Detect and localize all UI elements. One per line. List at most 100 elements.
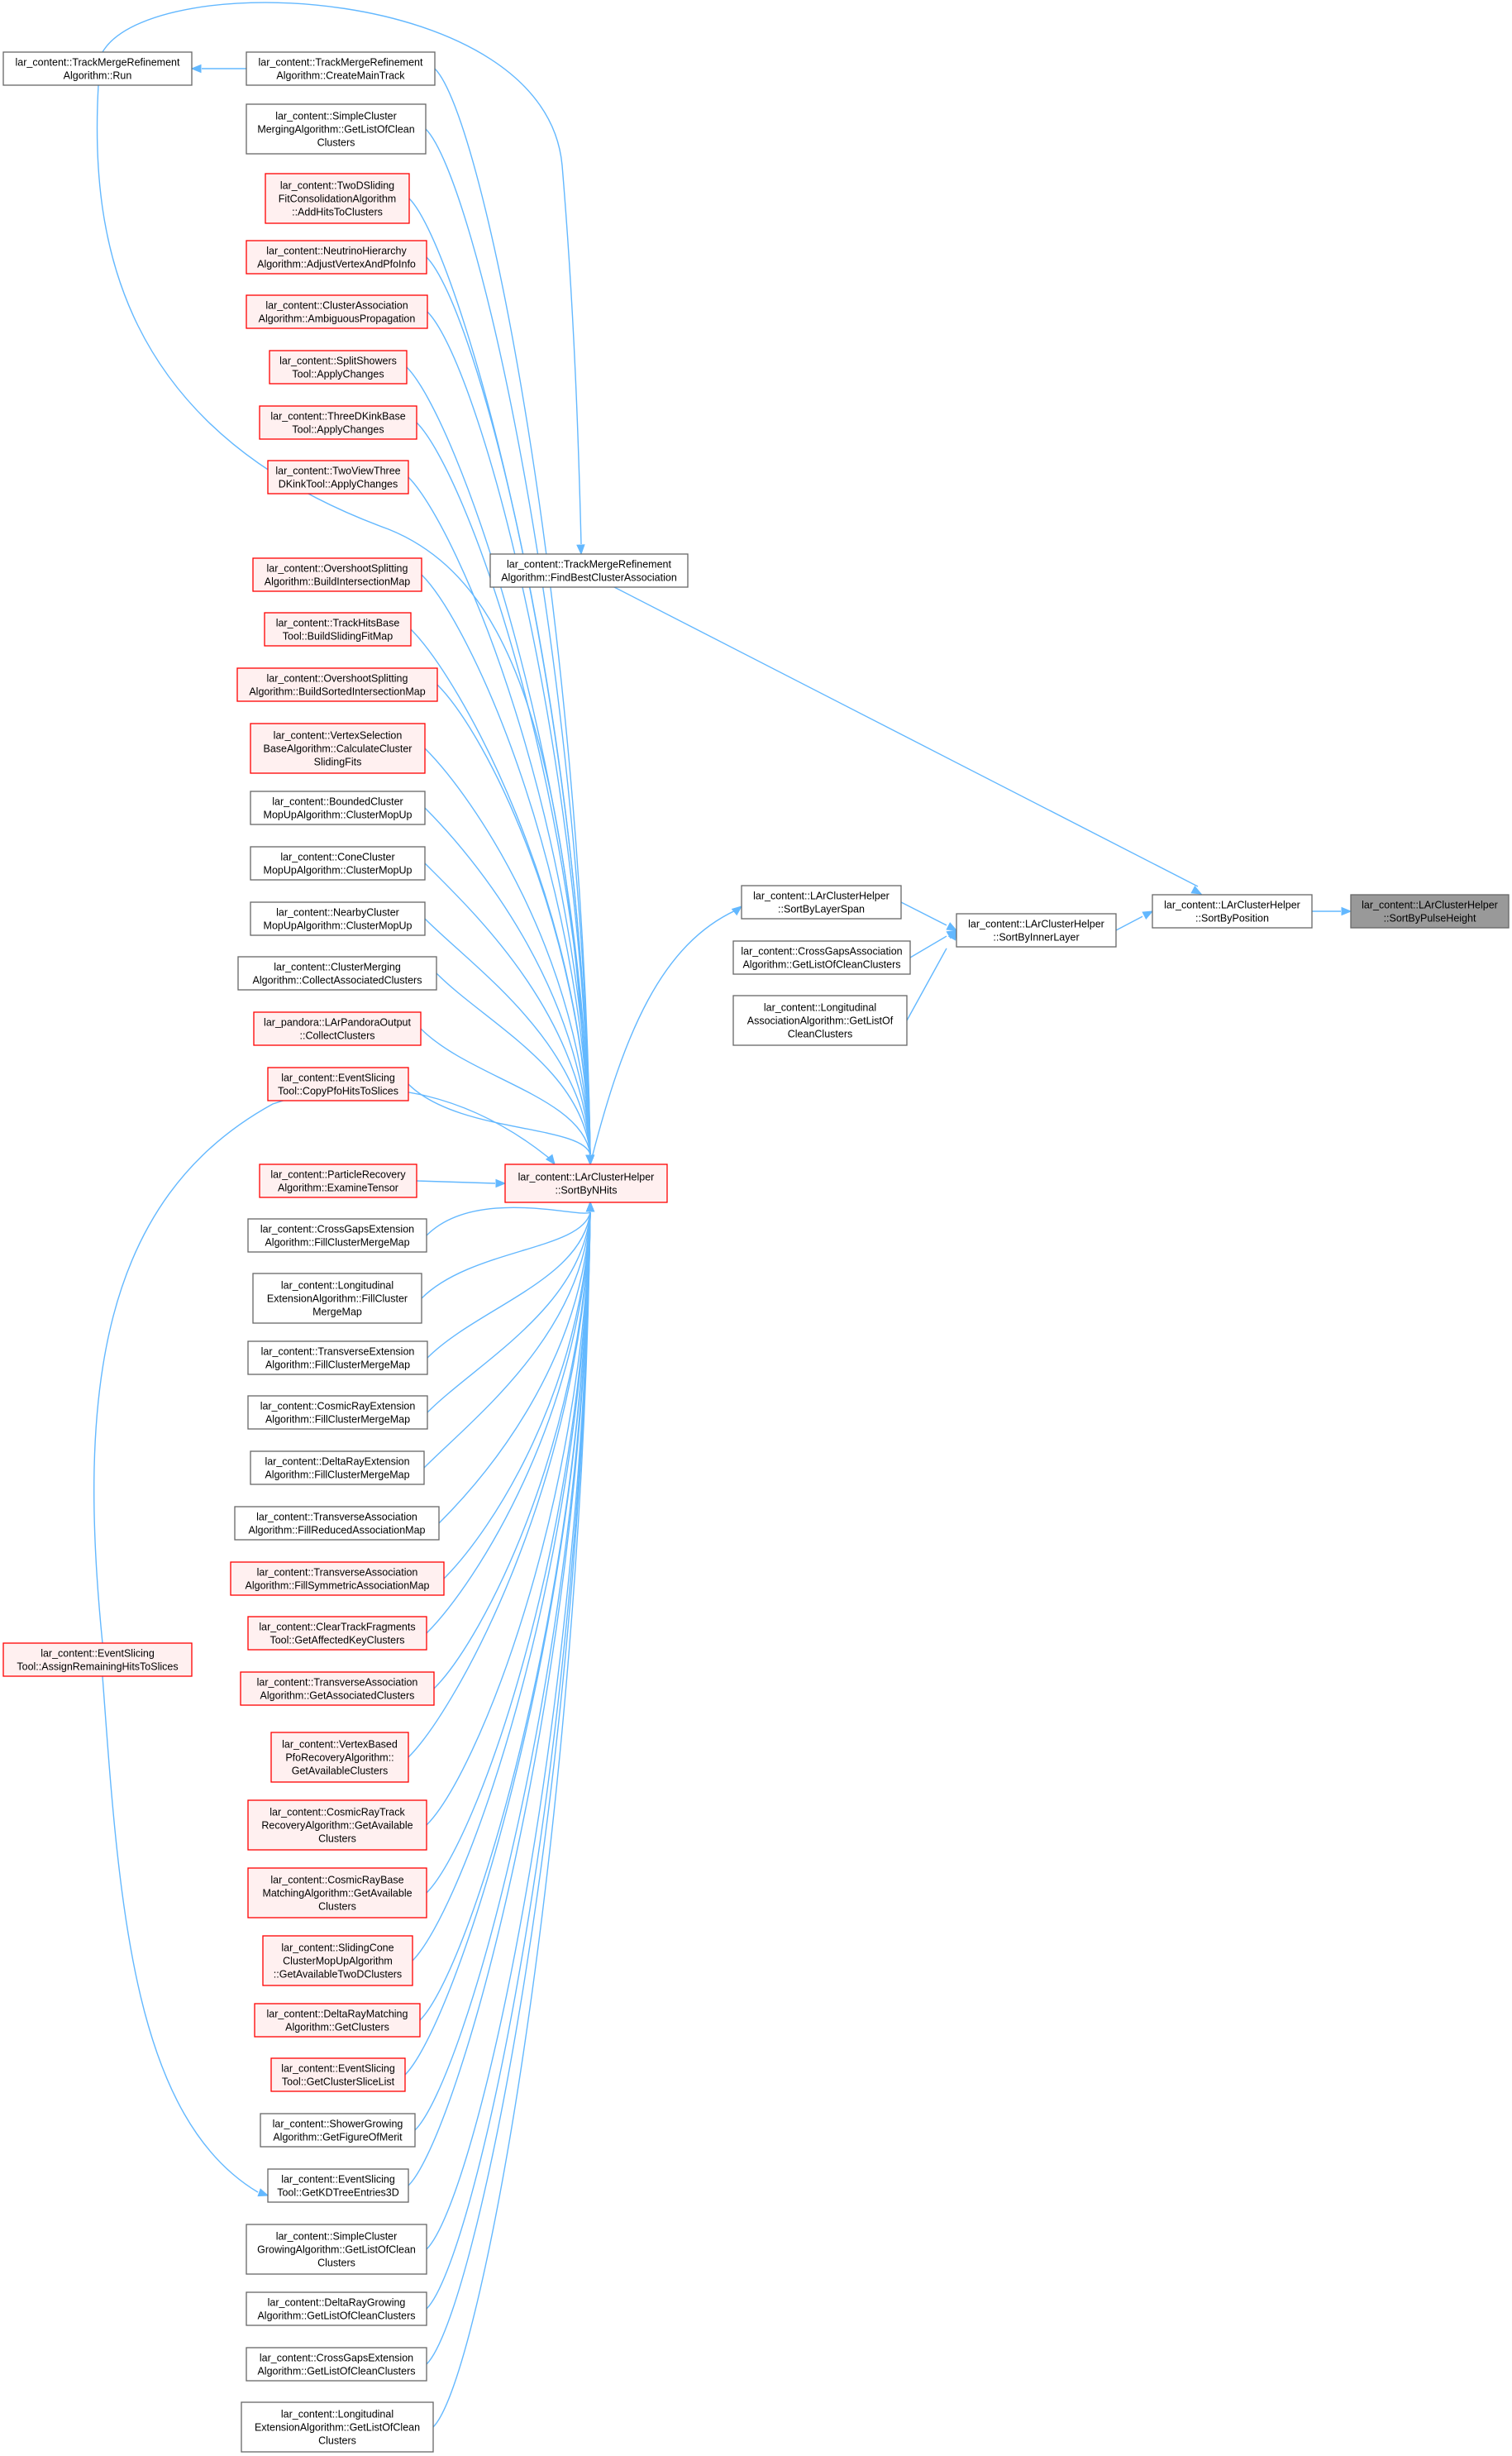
node-eventslicing-kd[interactable]: lar_content::EventSlicingTool::GetKDTree…: [267, 2168, 409, 2203]
edge-longassoc-to-sortinner: [906, 929, 957, 1021]
node-label-line: ExtensionAlgorithm::FillCluster: [267, 1293, 408, 1305]
node-label-line: BaseAlgorithm::CalculateCluster: [264, 743, 413, 755]
node-trackhitsbase[interactable]: lar_content::TrackHitsBaseTool::BuildSli…: [264, 612, 412, 647]
node-box: [246, 240, 427, 275]
node-twoviewthree[interactable]: lar_content::TwoViewThreeDKinkTool::Appl…: [267, 460, 409, 495]
node-label-line: lar_content::SimpleCluster: [275, 111, 397, 122]
edge-line: [408, 476, 591, 1155]
node-box: [237, 956, 437, 991]
node-boundedcluster[interactable]: lar_content::BoundedClusterMopUpAlgorith…: [250, 791, 426, 825]
node-sortbypos[interactable]: lar_content::LArClusterHelper::SortByPos…: [1152, 894, 1313, 929]
node-label-line: lar_content::ThreeDKinkBase: [270, 411, 405, 423]
node-sortinner[interactable]: lar_content::LArClusterHelper::SortByInn…: [956, 913, 1117, 948]
node-splitshowers[interactable]: lar_content::SplitShowersTool::ApplyChan…: [269, 350, 408, 385]
node-box: [956, 913, 1117, 948]
node-deltamatching[interactable]: lar_content::DeltaRayMatchingAlgorithm::…: [254, 2003, 421, 2038]
node-box: [259, 405, 417, 440]
node-box: [2, 51, 193, 86]
node-cosmicext[interactable]: lar_content::CosmicRayExtensionAlgorithm…: [247, 1395, 428, 1430]
node-label-line: lar_content::OvershootSplitting: [267, 673, 408, 685]
node-transext[interactable]: lar_content::TransverseExtensionAlgorith…: [247, 1340, 428, 1375]
node-label-line: lar_content::ConeCluster: [280, 852, 394, 863]
node-sortbynhits[interactable]: lar_content::LArClusterHelper::SortByNHi…: [504, 1163, 668, 1203]
node-longassoc[interactable]: lar_content::LongitudinalAssociationAlgo…: [732, 995, 908, 1046]
node-transassoc3[interactable]: lar_content::TransverseAssociationAlgori…: [240, 1671, 435, 1706]
edge-particlerecovery-to-sortbynhits: [416, 1178, 507, 1188]
node-label-line: ExtensionAlgorithm::GetListOfClean: [255, 2422, 420, 2434]
node-label-line: ::SortByInnerLayer: [993, 932, 1079, 944]
node-cleartrack[interactable]: lar_content::ClearTrackFragmentsTool::Ge…: [247, 1616, 427, 1651]
node-label-line: MergingAlgorithm::GetListOfClean: [257, 124, 414, 136]
node-twodsliding[interactable]: lar_content::TwoDSlidingFitConsolidation…: [265, 173, 410, 224]
node-label-line: Algorithm::GetAssociatedClusters: [260, 1690, 415, 1702]
node-eventslicing-assign[interactable]: lar_content::EventSlicingTool::AssignRem…: [2, 1642, 193, 1677]
edge-eventslicing_copy-to-sortbynhits: [408, 1083, 595, 1166]
node-slidingcone[interactable]: lar_content::SlidingConeClusterMopUpAlgo…: [262, 1935, 413, 1986]
node-cgext2[interactable]: lar_content::CrossGapsExtensionAlgorithm…: [246, 2347, 427, 2382]
node-sortlayerspan[interactable]: lar_content::LArClusterHelper::SortByLay…: [741, 885, 902, 920]
node-cosmictrack[interactable]: lar_content::CosmicRayTrackRecoveryAlgor…: [247, 1799, 427, 1851]
node-label-line: lar_content::TrackHitsBase: [276, 618, 400, 629]
node-longext2[interactable]: lar_content::LongitudinalExtensionAlgori…: [241, 2401, 434, 2453]
node-box: [250, 846, 426, 881]
edge-createmain-to-sortbynhits: [434, 68, 595, 1166]
node-vertexbased[interactable]: lar_content::VertexBasedPfoRecoveryAlgor…: [270, 1732, 409, 1783]
node-label-line: lar_content::DeltaRayMatching: [267, 2009, 408, 2020]
node-particlerecovery[interactable]: lar_content::ParticleRecoveryAlgorithm::…: [259, 1163, 417, 1198]
node-label-line: SlidingFits: [314, 757, 362, 768]
node-neutrinohier[interactable]: lar_content::NeutrinoHierarchyAlgorithm:…: [246, 240, 427, 275]
node-overshoot2[interactable]: lar_content::OvershootSplittingAlgorithm…: [236, 667, 438, 702]
arrowhead: [946, 922, 958, 931]
node-box: [267, 2168, 409, 2203]
node-showergrowing[interactable]: lar_content::ShowerGrowingAlgorithm::Get…: [260, 2113, 416, 2148]
node-label-line: ::GetAvailableTwoDClusters: [274, 1969, 402, 1981]
node-label-line: lar_content::DeltaRayExtension: [265, 1456, 409, 1468]
edge-showergrowing-to-sortbynhits: [414, 1201, 595, 2131]
node-label-line: MopUpAlgorithm::ClusterMopUp: [264, 865, 413, 877]
node-vertexsel[interactable]: lar_content::VertexSelectionBaseAlgorith…: [250, 723, 426, 774]
function-nodes: lar_content::LArClusterHelper::SortByPul…: [2, 51, 1510, 2453]
node-label-line: Tool::AssignRemainingHitsToSlices: [17, 1661, 178, 1673]
node-box: [250, 791, 426, 825]
node-longext[interactable]: lar_content::LongitudinalExtensionAlgori…: [252, 1273, 422, 1324]
node-label-line: lar_content::TrackMergeRefinement: [16, 57, 180, 69]
edge-overshoot1-to-sortbynhits: [421, 574, 595, 1166]
node-nearbycluster[interactable]: lar_content::NearbyClusterMopUpAlgorithm…: [250, 901, 426, 936]
node-eventslicing-copy[interactable]: lar_content::EventSlicingTool::CopyPfoHi…: [267, 1067, 409, 1101]
edge-line: [426, 1211, 591, 1826]
node-larpandora[interactable]: lar_pandora::LArPandoraOutput::CollectCl…: [253, 1011, 422, 1046]
edge-line: [433, 1211, 591, 1689]
node-createmain[interactable]: lar_content::TrackMergeRefinementAlgorit…: [246, 51, 436, 86]
node-clusterassoc[interactable]: lar_content::ClusterAssociationAlgorithm…: [246, 294, 428, 329]
edge-line: [426, 1211, 591, 2250]
node-run[interactable]: lar_content::TrackMergeRefinementAlgorit…: [2, 51, 193, 86]
node-overshoot1[interactable]: lar_content::OvershootSplittingAlgorithm…: [252, 557, 422, 592]
node-label-line: Algorithm::FindBestClusterAssociation: [501, 572, 677, 584]
node-transassoc2[interactable]: lar_content::TransverseAssociationAlgori…: [230, 1561, 445, 1596]
node-label-line: lar_content::LArClusterHelper: [753, 891, 890, 902]
node-transassoc1[interactable]: lar_content::TransverseAssociationAlgori…: [234, 1506, 440, 1541]
node-cgextension[interactable]: lar_content::CrossGapsExtensionAlgorithm…: [247, 1218, 427, 1253]
node-deltaext[interactable]: lar_content::DeltaRayExtensionAlgorithm:…: [250, 1450, 425, 1485]
node-box: [246, 51, 436, 86]
arrowhead: [495, 1178, 507, 1188]
node-clustermerging[interactable]: lar_content::ClusterMergingAlgorithm::Co…: [237, 956, 437, 991]
node-label-line: Tool::BuildSlidingFitMap: [283, 631, 393, 643]
arrowhead: [585, 1154, 595, 1166]
node-eventslicing-list[interactable]: lar_content::EventSlicingTool::GetCluste…: [270, 2057, 406, 2092]
edge-line: [420, 1028, 591, 1155]
node-simplemerging[interactable]: lar_content::SimpleClusterMergingAlgorit…: [246, 103, 427, 155]
edge-line: [900, 901, 947, 926]
node-box: [252, 557, 422, 592]
node-label-line: lar_content::LArClusterHelper: [968, 919, 1104, 930]
node-conecluster[interactable]: lar_content::ConeClusterMopUpAlgorithm::…: [250, 846, 426, 881]
node-label-line: lar_content::CrossGapsAssociation: [741, 946, 902, 958]
node-threedkink[interactable]: lar_content::ThreeDKinkBaseTool::ApplyCh…: [259, 405, 417, 440]
edge-sortinner-to-sortbypos: [1115, 910, 1154, 931]
node-cgassoc[interactable]: lar_content::CrossGapsAssociationAlgorit…: [732, 940, 911, 975]
node-cosmicbase[interactable]: lar_content::CosmicRayBaseMatchingAlgori…: [247, 1867, 427, 1918]
node-target[interactable]: lar_content::LArClusterHelper::SortByPul…: [1350, 894, 1510, 929]
node-findbest[interactable]: lar_content::TrackMergeRefinementAlgorit…: [489, 553, 689, 588]
node-deltagrowing[interactable]: lar_content::DeltaRayGrowingAlgorithm::G…: [246, 2291, 427, 2326]
node-simplegrowing[interactable]: lar_content::SimpleClusterGrowingAlgorit…: [246, 2224, 427, 2275]
